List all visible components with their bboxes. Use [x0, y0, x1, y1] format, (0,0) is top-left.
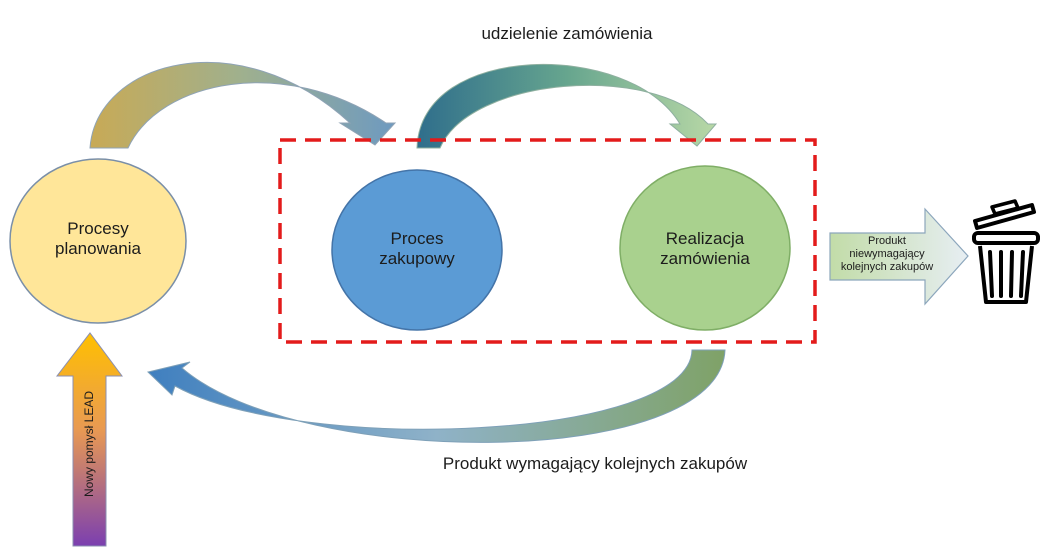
repeat-product-arrow	[146, 349, 726, 443]
planning-label-line2: planowania	[54, 239, 141, 259]
fulfillment-node[interactable]	[619, 165, 791, 331]
order-award-arrow	[416, 63, 718, 149]
no-repeat-product-arrow	[829, 207, 969, 306]
lead-input-label: Nowy pomysł LEAD	[82, 390, 96, 498]
fulfillment-label-line1: Realizacja	[665, 229, 745, 248]
planning-node-label: Procesy planowania	[28, 219, 168, 260]
no-repeat-product-label: Produkt niewymagający kolejnych zakupów	[832, 235, 942, 275]
fulfillment-node-label: Realizacja zamówienia	[635, 229, 775, 270]
trash-bin-icon	[972, 199, 1040, 304]
purchasing-node-label: Proces zakupowy	[347, 229, 487, 270]
order-award-label: udzielenie zamówienia	[481, 24, 653, 43]
planning-label-line1: Procesy	[67, 219, 129, 238]
purchasing-label-line2: zakupowy	[379, 249, 455, 269]
lead-input-arrow	[55, 332, 123, 547]
no-repeat-line2: niewymagający	[849, 248, 925, 261]
no-repeat-line3: kolejnych zakupów	[840, 261, 934, 274]
planning-to-purchasing-arrow	[89, 62, 397, 149]
no-repeat-line1: Produkt	[868, 235, 906, 247]
fulfillment-label-line2: zamówienia	[660, 249, 750, 269]
purchasing-node[interactable]	[331, 169, 503, 331]
repeat-product-label: Produkt wymagający kolejnych zakupów	[442, 454, 748, 473]
planning-node[interactable]	[9, 158, 187, 324]
purchasing-scope-box	[278, 138, 817, 344]
purchasing-label-line1: Proces	[390, 229, 444, 248]
